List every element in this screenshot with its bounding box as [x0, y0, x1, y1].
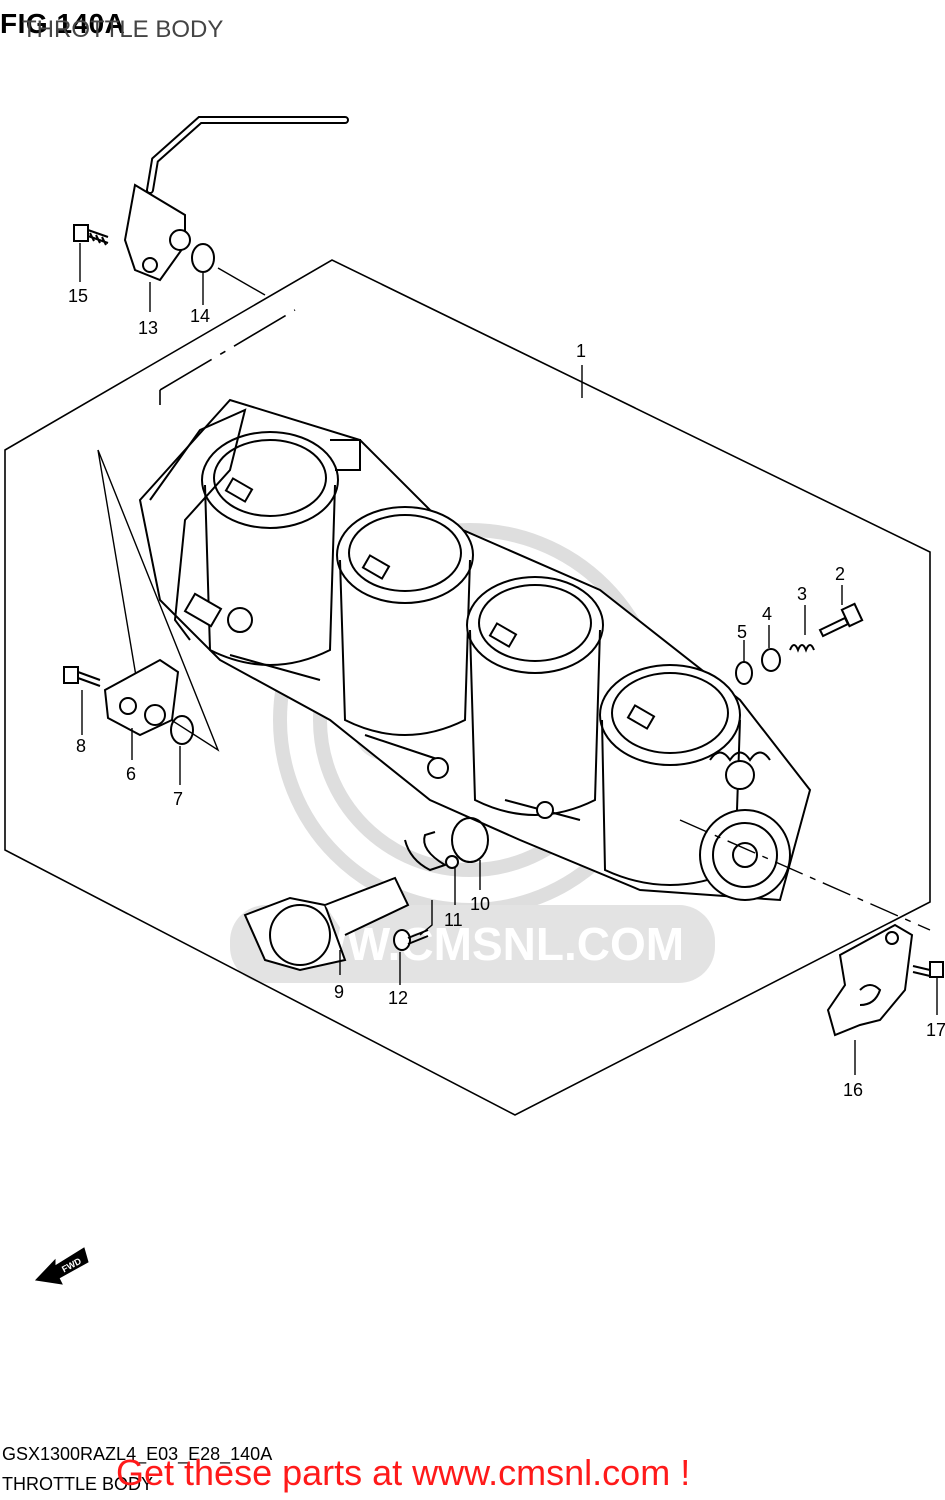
callout-8: 8 [76, 736, 86, 756]
idle-air-valve-9 [243, 876, 410, 972]
callout-7: 7 [173, 789, 183, 809]
spring-3 [789, 644, 815, 653]
clip-hole [445, 855, 459, 869]
callout-4: 4 [762, 604, 772, 624]
forward-direction-arrow: FWD [34, 1247, 89, 1285]
throttle-position-sensor [123, 116, 349, 282]
callout-12: 12 [388, 988, 408, 1008]
screw-2 [818, 602, 864, 638]
subassembly-wedge [97, 449, 220, 752]
callout-2: 2 [835, 564, 845, 584]
throttle-body-assembly [138, 398, 812, 902]
sensor-6 [103, 658, 180, 737]
callout-14: 14 [190, 306, 210, 326]
o-ring-7 [170, 715, 194, 745]
callout-16: 16 [843, 1080, 863, 1100]
figure-title: THROTTLE BODY [22, 16, 224, 43]
o-ring-5 [735, 661, 753, 685]
diagram-code: GSX1300RAZL4_E03_E28_140A [2, 1444, 273, 1464]
callout-10: 10 [470, 894, 490, 914]
callout-leaders [79, 243, 938, 1075]
callout-15: 15 [68, 286, 88, 306]
screw-17 [912, 961, 944, 978]
callout-9: 9 [334, 982, 344, 1002]
screw-8 [63, 666, 101, 687]
callout-5: 5 [737, 622, 747, 642]
assembly-outline [4, 259, 931, 1116]
callout-1: 1 [576, 341, 586, 361]
leader-14 [217, 267, 266, 296]
callout-13: 13 [138, 318, 158, 338]
clip-11 [404, 831, 448, 872]
promo-link[interactable]: Get these parts at www.cmsnl.com ! [116, 1452, 691, 1493]
figure-number: FIG 140A [0, 8, 126, 39]
diagram-name: THROTTLE BODY [2, 1474, 154, 1494]
callout-17: 17 [926, 1020, 945, 1040]
o-ring-14 [191, 243, 215, 273]
pulley-leader [679, 819, 931, 931]
washer-4 [761, 648, 781, 672]
o-ring-10 [451, 817, 489, 863]
callout-3: 3 [797, 584, 807, 604]
screw-15 [73, 224, 109, 246]
callout-6: 6 [126, 764, 136, 784]
bracket-16 [826, 923, 914, 1037]
callout-labels: 1 2 3 4 5 6 7 8 9 10 11 12 13 14 15 16 1… [68, 286, 945, 1100]
callout-11: 11 [444, 910, 463, 930]
